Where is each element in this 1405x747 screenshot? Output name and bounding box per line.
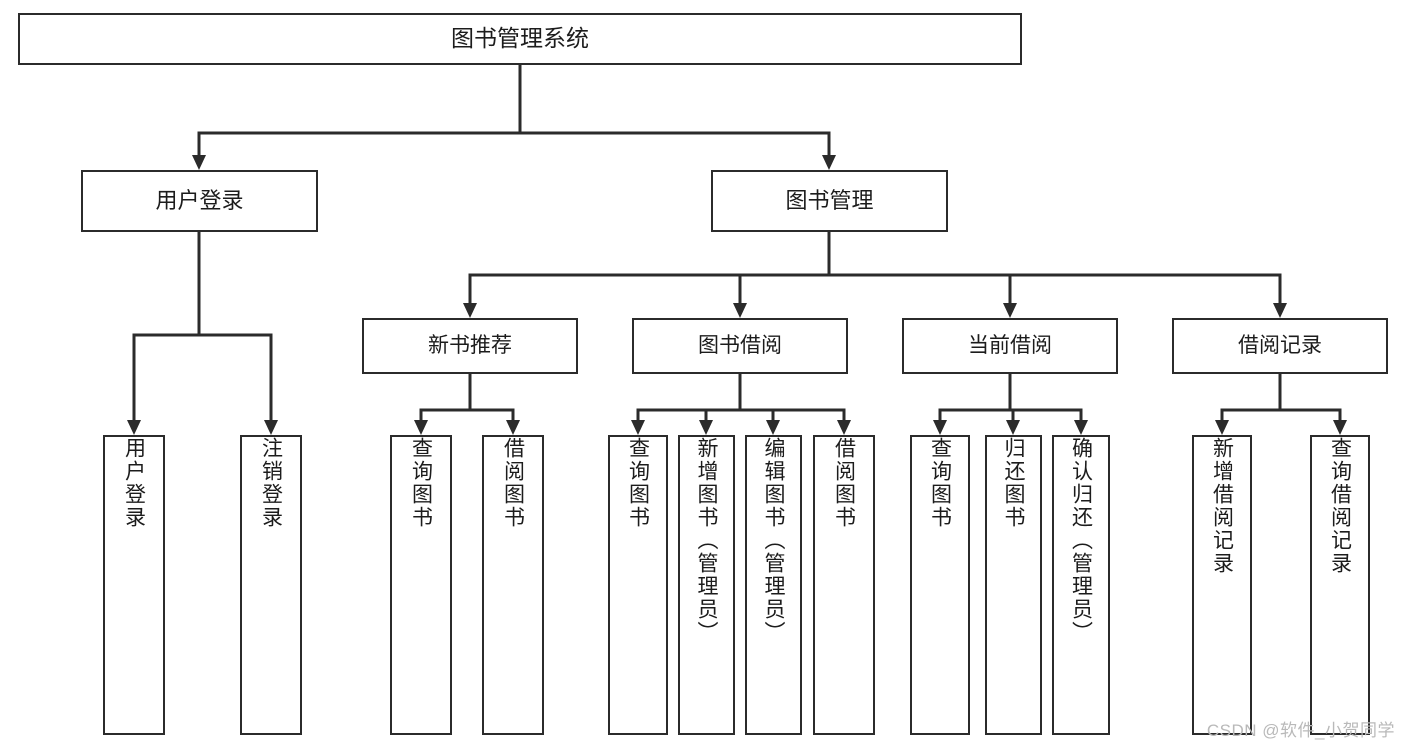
node-leaf-confirm-return[interactable]: 确认归还（管理员） [1052,435,1110,735]
node-leaf-query-book-3[interactable]: 查询图书 [910,435,970,735]
csdn-watermark: CSDN @软件_小贺同学 [1206,721,1395,740]
node-leaf-edit-book-label: 编辑图书（管理员） [762,437,785,644]
node-leaf-borrow-book-1-label: 借阅图书 [501,437,525,529]
node-root[interactable]: 图书管理系统 [18,13,1022,65]
node-leaf-return-book[interactable]: 归还图书 [985,435,1042,735]
node-book-manage-label: 图书管理 [785,187,874,213]
node-borrow-record-label: 借阅记录 [1238,334,1322,358]
node-leaf-logout-label: 注销登录 [259,437,283,529]
node-new-book-rec[interactable]: 新书推荐 [362,318,578,374]
node-root-label: 图书管理系统 [451,25,589,52]
node-new-book-rec-label: 新书推荐 [428,334,512,358]
node-book-manage[interactable]: 图书管理 [711,170,948,232]
node-user-login-label: 用户登录 [155,187,244,213]
node-leaf-add-record-label: 新增借阅记录 [1210,437,1234,575]
node-leaf-borrow-book-1[interactable]: 借阅图书 [482,435,544,735]
node-leaf-user-login[interactable]: 用户登录 [103,435,165,735]
node-leaf-borrow-book-2-label: 借阅图书 [832,437,856,529]
edge-paths [127,63,1347,435]
node-leaf-edit-book[interactable]: 编辑图书（管理员） [745,435,802,735]
node-leaf-query-book-2-label: 查询图书 [626,437,650,529]
node-book-borrow[interactable]: 图书借阅 [632,318,848,374]
node-leaf-query-book-2[interactable]: 查询图书 [608,435,668,735]
node-leaf-query-book-1[interactable]: 查询图书 [390,435,452,735]
node-leaf-add-book[interactable]: 新增图书（管理员） [678,435,735,735]
node-leaf-logout[interactable]: 注销登录 [240,435,302,735]
node-current-borrow[interactable]: 当前借阅 [902,318,1118,374]
node-leaf-borrow-book-2[interactable]: 借阅图书 [813,435,875,735]
node-current-borrow-label: 当前借阅 [968,334,1052,358]
node-leaf-query-record-label: 查询借阅记录 [1328,437,1352,575]
node-leaf-add-book-label: 新增图书（管理员） [695,437,718,644]
node-leaf-query-book-3-label: 查询图书 [928,437,952,529]
node-borrow-record[interactable]: 借阅记录 [1172,318,1388,374]
node-leaf-return-book-label: 归还图书 [1002,437,1025,529]
node-leaf-query-record[interactable]: 查询借阅记录 [1310,435,1370,735]
node-user-login[interactable]: 用户登录 [81,170,318,232]
node-book-borrow-label: 图书借阅 [698,334,782,358]
node-leaf-user-login-label: 用户登录 [122,437,146,529]
node-leaf-add-record[interactable]: 新增借阅记录 [1192,435,1252,735]
node-leaf-confirm-return-label: 确认归还（管理员） [1069,437,1093,644]
node-leaf-query-book-1-label: 查询图书 [409,437,433,529]
